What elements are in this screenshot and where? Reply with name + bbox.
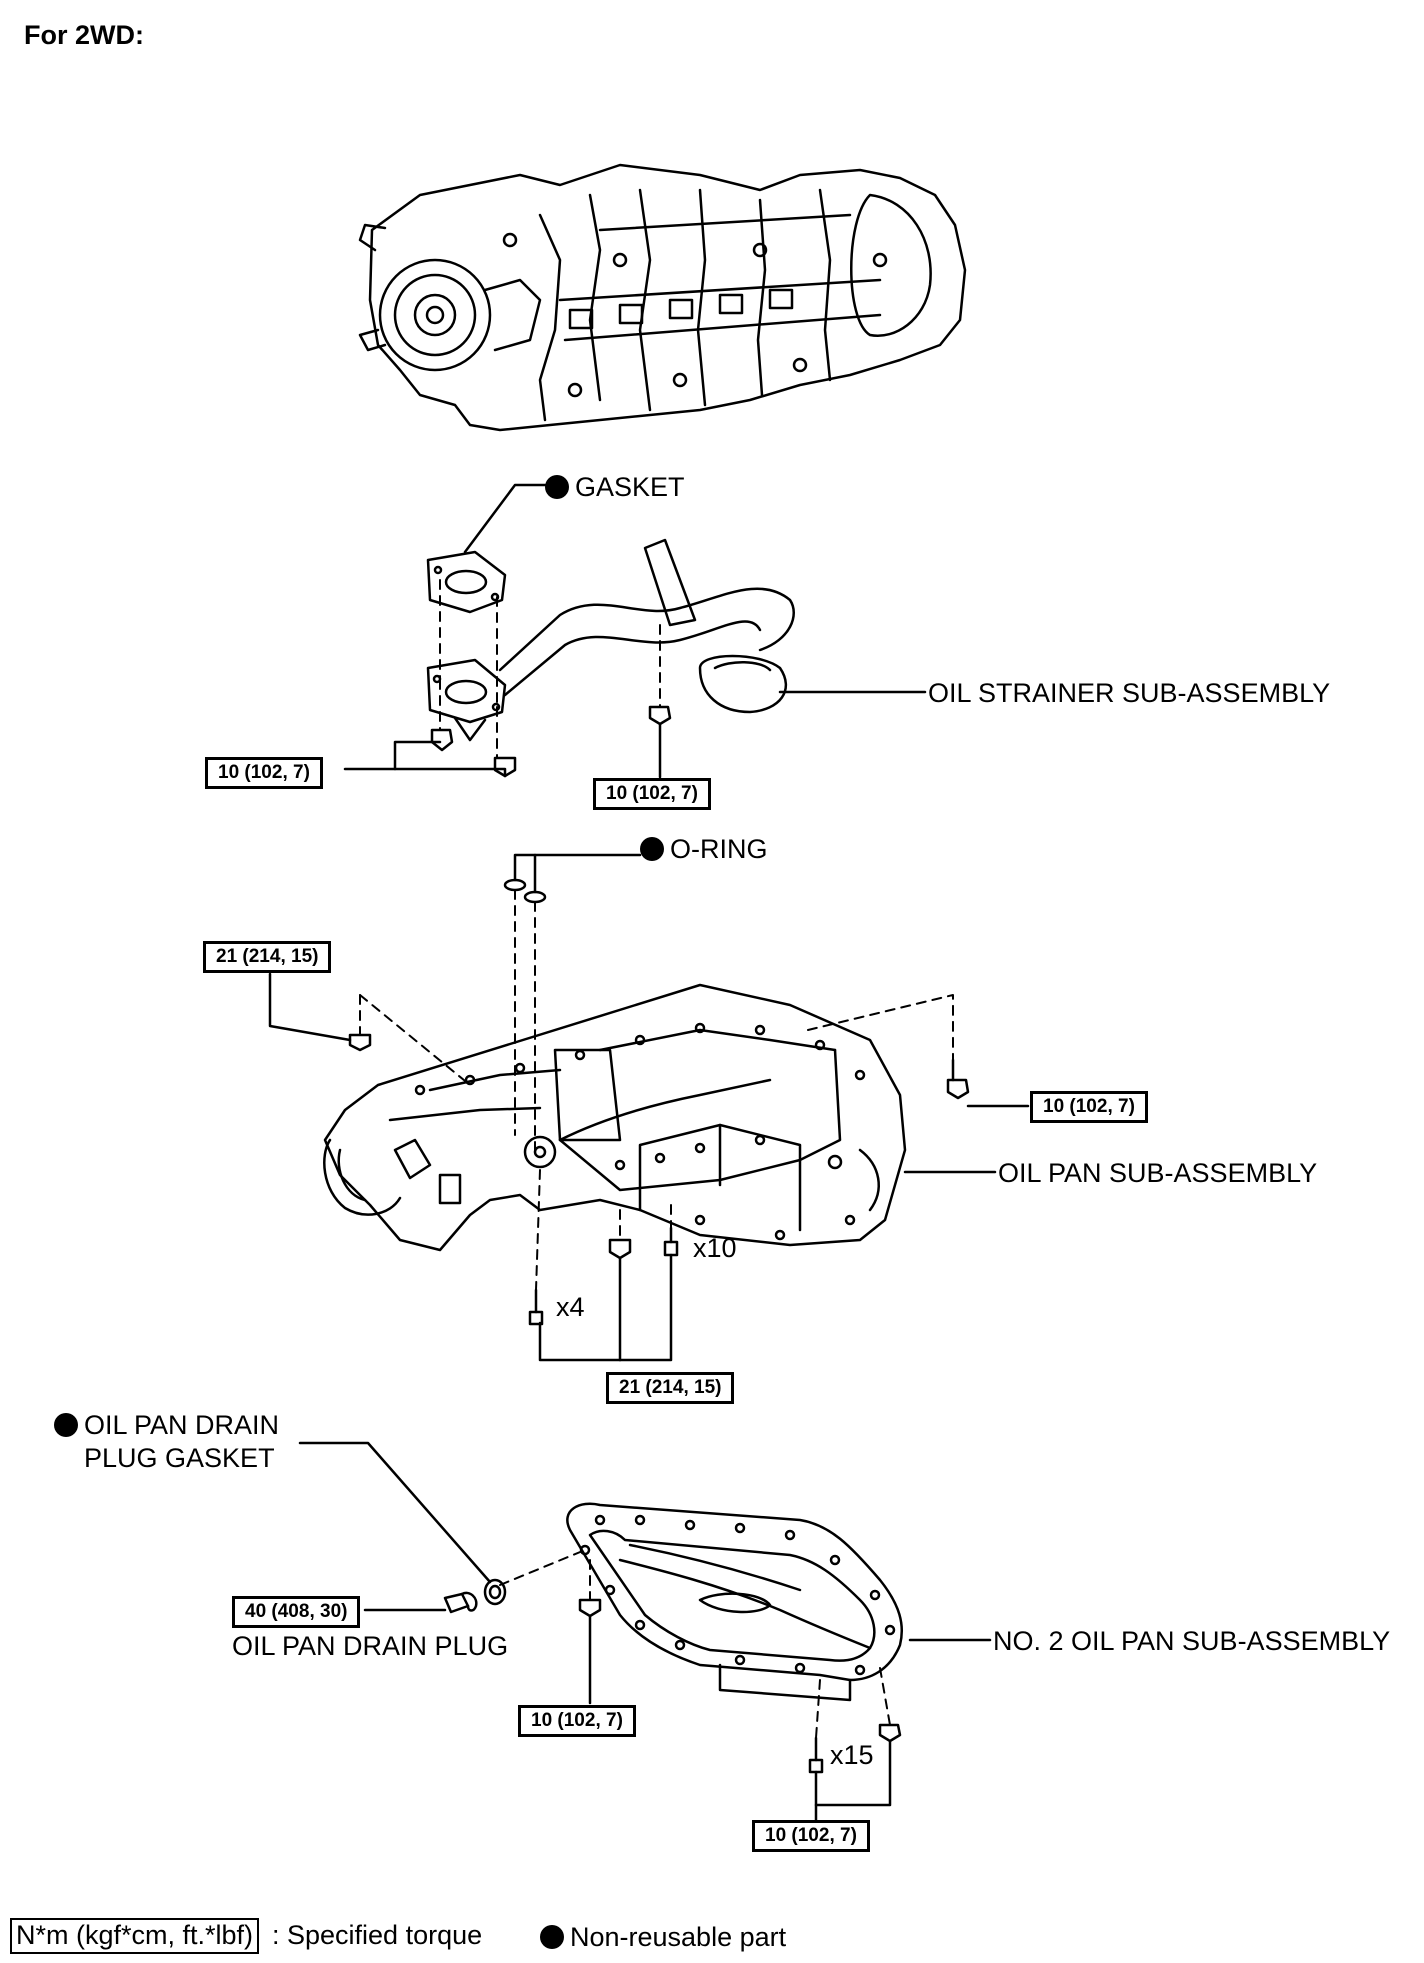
o-ring-text: O-RING	[670, 834, 768, 864]
non-reusable-icon	[54, 1413, 78, 1437]
non-reusable-icon	[540, 1925, 564, 1949]
torque-no2-pan-right: 10 (102, 7)	[752, 1820, 870, 1852]
oil-pan-label: OIL PAN SUB-ASSEMBLY	[998, 1158, 1318, 1188]
leader-lines	[268, 483, 1030, 1832]
o-ring-label: O-RING	[640, 836, 768, 863]
torque-pan-top-left: 21 (214, 15)	[203, 941, 332, 973]
gasket-label: GASKET	[545, 474, 685, 501]
drain-plug-gasket-text-1: OIL PAN DRAIN	[84, 1410, 280, 1440]
legend-torque-desc: : Specified torque	[272, 1920, 483, 1950]
drain-plug-label: OIL PAN DRAIN PLUG	[232, 1631, 509, 1661]
page-title: For 2WD:	[24, 20, 144, 50]
quantity-x10: x10	[693, 1233, 737, 1263]
drain-plug-gasket-text-2: PLUG GASKET	[84, 1443, 275, 1473]
torque-drain-plug: 40 (408, 30)	[232, 1596, 361, 1628]
drain-plug-gasket-label: OIL PAN DRAIN	[54, 1412, 279, 1439]
alignment-dashed-lines	[359, 579, 954, 1739]
torque-no2-pan-left: 10 (102, 7)	[518, 1705, 636, 1737]
torque-pan-right: 10 (102, 7)	[1030, 1091, 1148, 1123]
non-reusable-icon	[640, 837, 664, 861]
torque-pan-bottom: 21 (214, 15)	[606, 1372, 735, 1404]
torque-strainer-left: 10 (102, 7)	[205, 757, 323, 789]
legend-nonreusable: Non-reusable part	[540, 1924, 786, 1951]
drain-plug-illustration	[443, 1578, 507, 1614]
torque-strainer-center: 10 (102, 7)	[593, 778, 711, 810]
quantity-x4: x4	[556, 1292, 585, 1322]
quantity-x15: x15	[830, 1740, 874, 1770]
legend-torque-unit: N*m (kgf*cm, ft.*lbf)	[10, 1918, 260, 1954]
oil-pan-illustration	[323, 878, 970, 1326]
no2-oil-pan-label: NO. 2 OIL PAN SUB-ASSEMBLY	[993, 1626, 1391, 1656]
no2-oil-pan-illustration	[566, 1502, 904, 1774]
oil-strainer-label: OIL STRAINER SUB-ASSEMBLY	[928, 678, 1331, 708]
gasket-text: GASKET	[575, 472, 685, 502]
oil-strainer-illustration	[426, 538, 795, 778]
engine-block-illustration	[358, 163, 967, 432]
legend-nonreusable-text: Non-reusable part	[570, 1922, 787, 1952]
non-reusable-icon	[545, 475, 569, 499]
